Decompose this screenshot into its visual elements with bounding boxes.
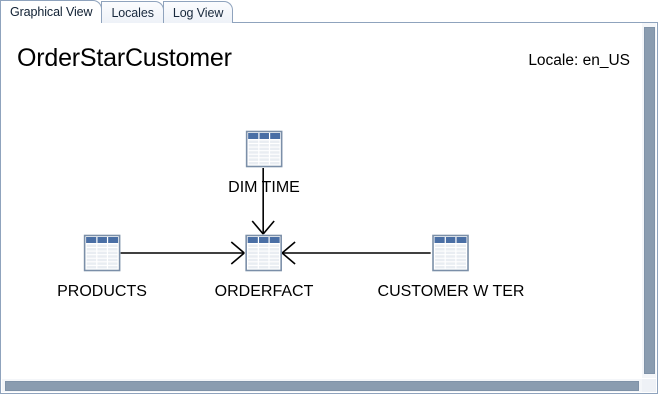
tab-log-view-label: Log View (172, 5, 224, 20)
horizontal-scrollbar-thumb[interactable] (5, 381, 639, 391)
diagram-canvas[interactable]: OrderStarCustomer Locale: en_US DIM TIME… (2, 22, 642, 379)
diagram-title: OrderStarCustomer (17, 44, 232, 72)
tab-graphical-view[interactable]: Graphical View (0, 0, 103, 23)
locale-label: Locale: en_US (528, 52, 630, 69)
diagram-node-orderfact[interactable]: ORDERFACT (214, 234, 314, 301)
crowsfoot-edge-customer-orderfact (281, 241, 296, 254)
horizontal-scrollbar[interactable] (2, 379, 642, 392)
diagram-node-products[interactable]: PRODUCTS (57, 234, 147, 301)
tab-log-view[interactable]: Log View (162, 1, 234, 23)
crowsfoot-edge-customer-orderfact (281, 252, 296, 265)
table-icon (245, 130, 283, 168)
diagram-node-customer[interactable]: CUSTOMER W TER (377, 234, 525, 301)
tab-locales[interactable]: Locales (101, 1, 164, 23)
vertical-scrollbar-thumb[interactable] (644, 27, 655, 374)
crowsfoot-edge-dimtime-orderfact (251, 220, 264, 235)
crowsfoot-edge-dimtime-orderfact (262, 220, 275, 235)
crowsfoot-edge-products-orderfact (230, 252, 245, 265)
diagram-node-label-products: PRODUCTS (57, 283, 147, 300)
table-icon (432, 234, 470, 272)
diagram-node-label-customer: CUSTOMER W TER (377, 283, 525, 300)
vertical-scrollbar[interactable] (642, 23, 656, 378)
tab-strip: Graphical View Locales Log View (0, 0, 658, 23)
table-icon (83, 234, 121, 272)
scrollbar-corner (642, 379, 656, 392)
diagram-nodes-layer: DIM TIME PRODUCTS ORDERFACT CUSTOMER W TER (2, 22, 642, 379)
crowsfoot-edge-products-orderfact (230, 241, 245, 254)
tab-strip-filler (232, 1, 658, 23)
diagram-connectors-layer (120, 168, 431, 265)
diagram-node-label-dim-time: DIM TIME (228, 179, 300, 196)
tab-graphical-view-label: Graphical View (10, 5, 93, 19)
table-icon (245, 234, 283, 272)
diagram-node-label-orderfact: ORDERFACT (214, 283, 314, 300)
content-panel: OrderStarCustomer Locale: en_US DIM TIME… (0, 22, 658, 394)
diagram-node-dim-time[interactable]: DIM TIME (228, 130, 300, 197)
tab-locales-label: Locales (111, 5, 154, 20)
